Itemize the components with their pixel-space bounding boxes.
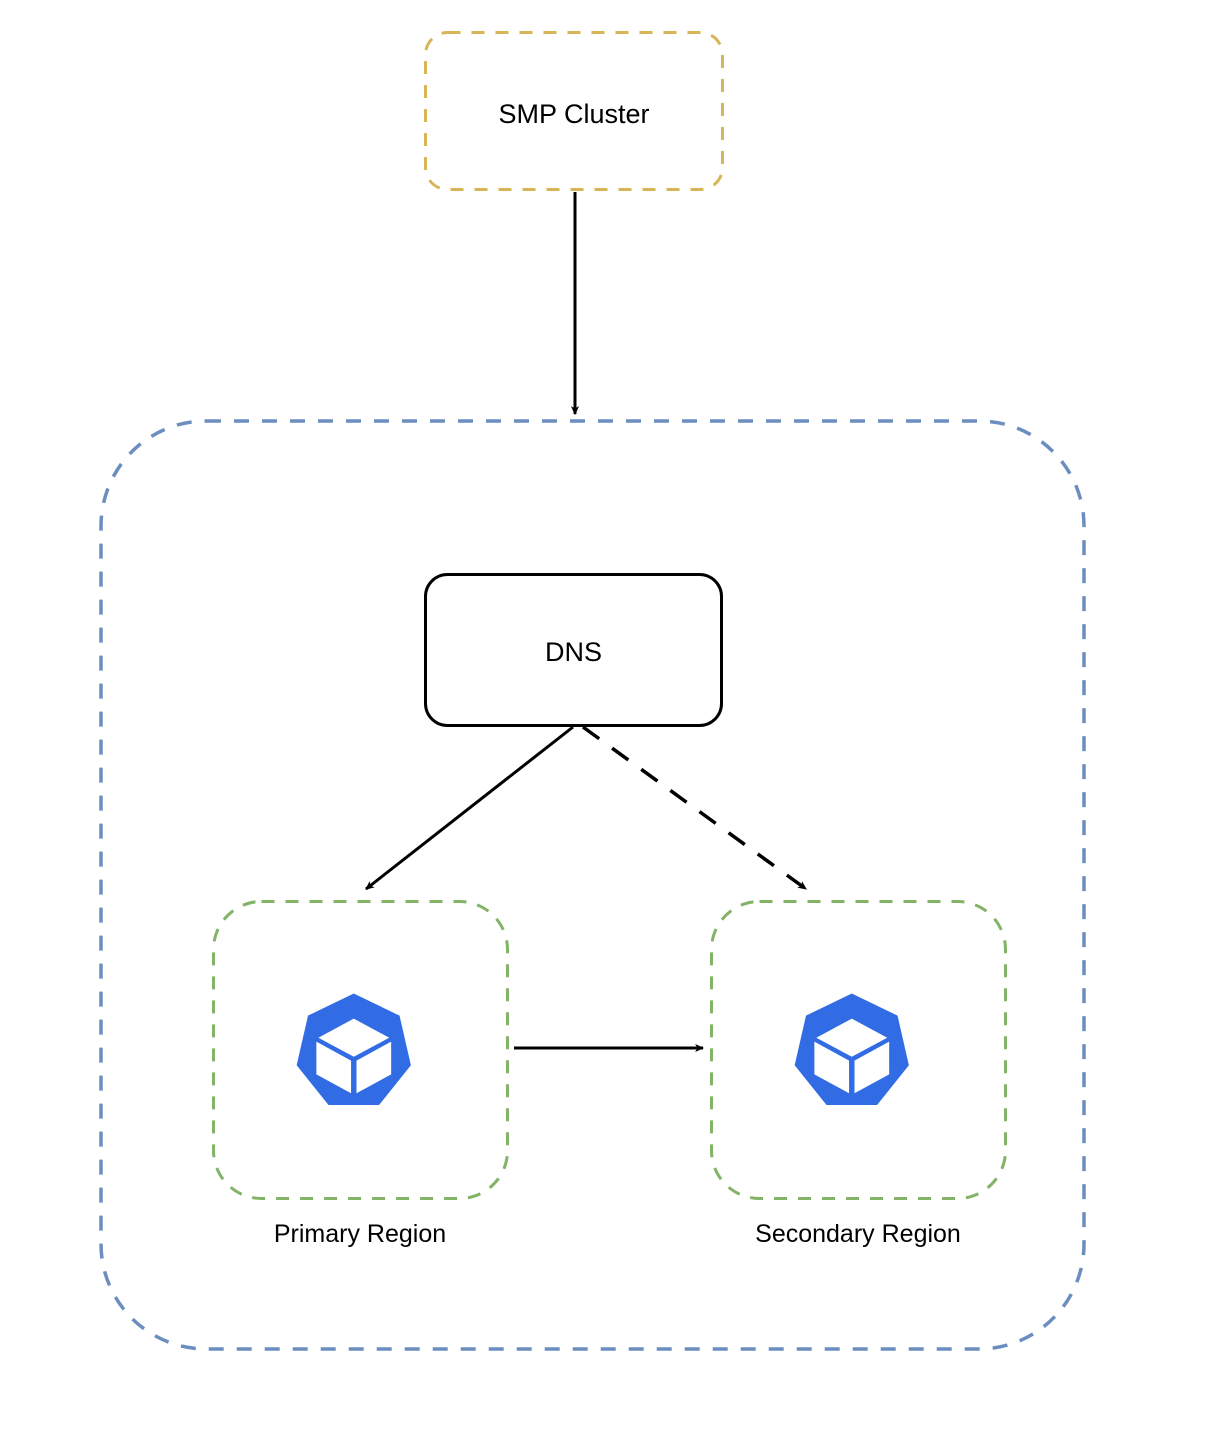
smp-cluster-box[interactable] [424,31,724,191]
dns-box[interactable] [424,573,723,727]
platform-boundary-box[interactable] [99,419,1086,1351]
kubernetes-icon [296,993,411,1106]
edge-dns-to-primary[interactable] [365,725,574,891]
edge-dns-to-secondary[interactable] [581,725,808,891]
kubernetes-icon [794,993,909,1106]
